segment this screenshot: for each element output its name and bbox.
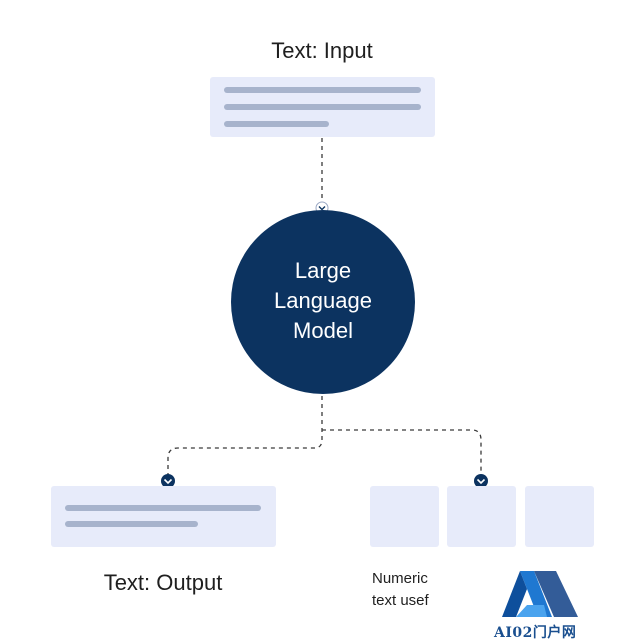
output-card — [51, 486, 276, 547]
chevron-down-icon — [161, 474, 175, 488]
connector-model-to-numeric — [322, 429, 482, 478]
input-card — [210, 77, 435, 137]
chevron-down-icon — [474, 474, 488, 488]
model-label: Large Language Model — [232, 256, 414, 346]
output-title: Text: Output — [103, 570, 223, 595]
input-title: Text: Input — [271, 38, 373, 63]
watermark-logo-icon — [502, 571, 578, 617]
watermark-text: AI02门户网 — [494, 625, 577, 641]
numeric-label: Numeric text usef — [372, 568, 442, 612]
numeric-card — [525, 486, 594, 547]
input-card-line — [224, 104, 421, 110]
numeric-label-line: text usef — [372, 592, 429, 609]
input-card-line — [224, 121, 329, 127]
numeric-card — [447, 486, 516, 547]
numeric-card — [370, 486, 439, 547]
connector-model-to-output — [167, 396, 323, 478]
output-card-line — [65, 505, 261, 511]
model-label-line: Model — [293, 318, 353, 343]
model-label-line: Language — [274, 288, 372, 313]
model-circle — [231, 210, 415, 394]
numeric-label-line: Numeric — [372, 570, 428, 587]
input-card-line — [224, 87, 421, 93]
output-card-line — [65, 521, 198, 527]
model-label-line: Large — [294, 258, 352, 283]
